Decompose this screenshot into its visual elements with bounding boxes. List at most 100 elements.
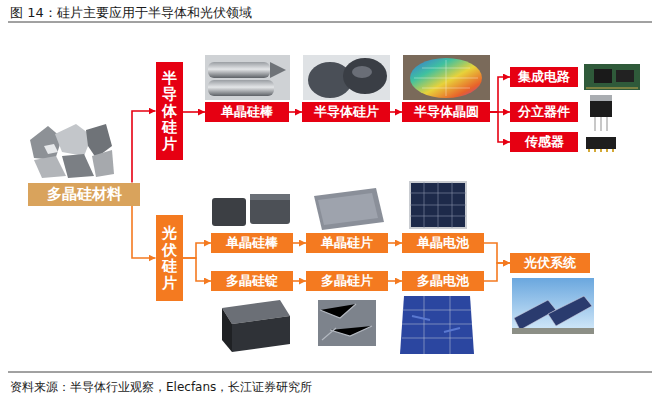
mono-panel-photo	[410, 182, 466, 228]
multi-ingot-photo	[222, 300, 290, 352]
node-label: 多晶硅锭	[226, 272, 278, 290]
multi-ingot-photo	[222, 308, 232, 352]
rule-lines	[8, 22, 652, 23]
flow-arrow	[390, 111, 402, 113]
flow-arrow	[183, 243, 212, 258]
rule-lines	[8, 22, 652, 372]
mono-wafer-photo	[314, 188, 384, 230]
process-box: 单晶硅片	[306, 233, 388, 253]
sensor-photo	[589, 149, 613, 152]
mono-ingot-photo	[212, 198, 246, 226]
node-label: 单晶硅片	[321, 234, 373, 252]
multi-wafer-photo	[320, 304, 372, 340]
source-note: 资料来源：半导体行业观察，Elecfans，长江证券研究所	[10, 379, 312, 396]
process-box: 单晶硅棒	[205, 102, 289, 122]
mono-panel-photo	[410, 182, 466, 228]
solar-field-photo	[512, 278, 594, 334]
figure-title: 图 14：硅片主要应用于半导体和光伏领域	[10, 4, 252, 22]
transistor-photo	[590, 101, 612, 117]
multi-cell-photo	[400, 296, 474, 354]
silicon-rod-photo	[208, 62, 270, 78]
transistor-photo	[590, 95, 612, 131]
ic-board-photo	[616, 70, 634, 82]
wafer-photo	[352, 66, 372, 78]
wafer-die-photo	[410, 58, 482, 98]
mono-ingot-photo	[250, 194, 290, 200]
node-label: 传感器	[525, 133, 564, 151]
mono-wafer-photo	[318, 193, 378, 225]
flow-arrow	[484, 263, 510, 281]
flow-arrow	[132, 206, 156, 259]
flow-arrow	[388, 280, 402, 282]
node-label: 单晶硅棒	[226, 234, 278, 252]
process-box: 单晶硅棒	[211, 233, 293, 253]
polysilicon-chunks	[92, 150, 114, 177]
sensor-photo	[586, 137, 616, 149]
node-label: 半导体硅片	[314, 103, 379, 121]
wafer-photo	[343, 58, 387, 94]
flow-arrow	[183, 111, 206, 113]
node-label: 多晶硅片	[321, 272, 373, 290]
process-box: 多晶硅锭	[211, 271, 293, 291]
flow-arrow	[132, 111, 156, 183]
node-label: 多晶硅材料	[47, 185, 122, 204]
flow-arrow	[388, 242, 402, 244]
wafer-die-photo	[403, 55, 490, 100]
mono-ingot-photo	[250, 194, 290, 224]
multi-cell-photo	[412, 316, 460, 332]
ic-board-photo	[584, 64, 640, 90]
polysilicon-chunks	[30, 124, 114, 178]
node-label: 半导体硅片	[162, 70, 177, 153]
polysilicon-chunks	[62, 154, 94, 178]
node-label: 单晶硅棒	[221, 103, 273, 121]
flow-arrow	[289, 111, 302, 113]
wafer-die-photo	[403, 55, 490, 100]
flow-arrow	[490, 112, 510, 142]
ic-board-photo	[586, 88, 638, 89]
silicon-rod-photo	[208, 80, 274, 96]
multi-wafer-photo	[318, 300, 376, 346]
source-box: 多晶硅材料	[28, 183, 140, 206]
process-box: 半导体晶圆	[402, 102, 490, 122]
silicon-rod-photo	[205, 55, 290, 100]
process-box: 多晶电池	[402, 271, 484, 291]
solar-field-photo	[512, 328, 594, 334]
solar-field-photo	[548, 296, 592, 326]
node-label: 光伏系统	[524, 254, 576, 272]
mono-ingot-photo	[212, 194, 290, 226]
flow-arrow	[293, 280, 306, 282]
flow-arrow	[183, 258, 212, 281]
silicon-rod-photo	[270, 62, 286, 78]
multi-ingot-photo	[232, 316, 290, 352]
system-box: 光伏系统	[510, 253, 590, 273]
application-box: 集成电路	[510, 67, 578, 87]
process-box: 半导体硅片	[302, 102, 390, 122]
flow-arrow	[490, 77, 510, 112]
application-box: 传感器	[510, 132, 578, 152]
sensor-photo	[586, 137, 616, 152]
flow-arrow	[484, 243, 510, 263]
polysilicon-chunks	[34, 156, 66, 178]
node-label: 多晶电池	[417, 272, 469, 290]
node-label: 单晶电池	[417, 234, 469, 252]
polysilicon-chunks	[44, 144, 58, 154]
node-label: 分立器件	[518, 103, 570, 121]
multi-wafer-photo	[318, 300, 376, 346]
wafer-photo	[303, 55, 390, 100]
node-label: 集成电路	[518, 68, 570, 86]
wafer-die-photo	[414, 60, 478, 96]
ic-board-photo	[594, 69, 612, 83]
multi-cell-photo	[402, 296, 472, 354]
polysilicon-chunks	[30, 126, 62, 160]
process-box: 单晶电池	[402, 233, 484, 253]
flow-arrow	[293, 242, 306, 244]
branch-box: 半导体硅片	[156, 62, 183, 160]
node-label: 光伏硅片	[162, 225, 177, 291]
mono-wafer-photo	[314, 188, 384, 230]
transistor-photo	[590, 95, 612, 101]
polysilicon-chunks	[55, 124, 92, 156]
silicon-rod-photo	[205, 55, 290, 100]
process-box: 多晶硅片	[306, 271, 388, 291]
